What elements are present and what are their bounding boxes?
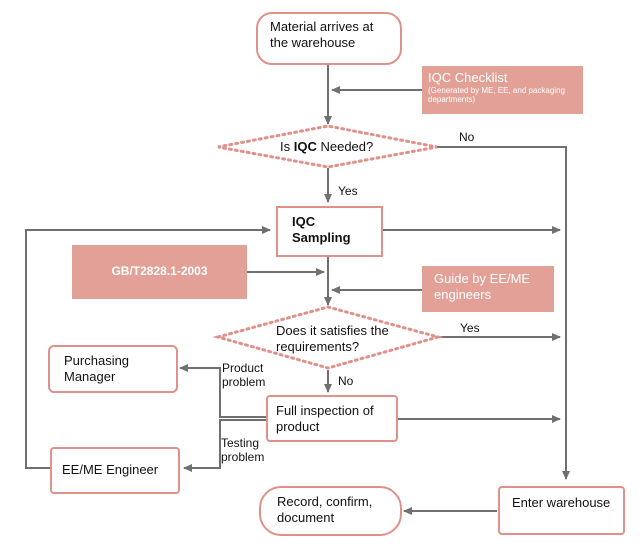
label-no-top: No [459,130,475,144]
decision-iqc-needed-shape [217,124,438,169]
material-arrives-text: Material arrives at the warehouse [270,19,374,50]
record-node: Record, confirm, document [259,486,402,536]
edge-inspection-to-eeme [183,419,266,472]
guide-note: Guide by EE/ME engineers [422,266,554,312]
ee-me-engineer-text: EE/ME Engineer [62,462,159,477]
iqc-needed-pre: Is [280,139,294,154]
full-inspection-text: Full inspection of product [276,403,374,434]
label-yes-mid: Yes [460,321,480,335]
iqc-needed-bold: IQC [293,139,317,154]
record-text: Record, confirm, document [277,494,373,525]
edge-inspection-to-purchasing [179,364,266,418]
ee-me-engineer-node: EE/ME Engineer [50,447,180,494]
label-product-problem: Product problem [222,361,266,389]
edge-eeme-loop-to-sampling [25,226,271,469]
full-inspection-node: Full inspection of product [266,395,398,442]
iqc-checklist-title: IQC Checklist [428,70,508,85]
gb-standard-note: GB/T2828.1-2003 [72,245,247,299]
enter-warehouse-node: Enter warehouse [498,486,625,535]
iqc-sampling-text: IQC Sampling [292,214,351,245]
label-testing-problem: Testing problem [221,436,265,464]
material-arrives-node: Material arrives at the warehouse [256,12,402,65]
decision-satisfies-text: Does it satisfies the requirements? [276,323,396,355]
iqc-checklist-subtitle: (Generated by ME, EE, and packaging depa… [428,86,565,104]
decision-satisfies-shape [212,305,444,370]
decision-iqc-needed-text: Is IQC Needed? [280,139,373,155]
enter-warehouse-text: Enter warehouse [512,495,611,510]
guide-text: Guide by EE/ME engineers [434,271,531,302]
gb-standard-text: GB/T2828.1-2003 [111,264,208,278]
edge-iqc-needed-no [436,146,570,480]
purchasing-manager-node: Purchasing Manager [48,345,178,393]
iqc-sampling-node: IQC Sampling [276,206,383,257]
iqc-checklist-note: IQC Checklist (Generated by ME, EE, and … [422,66,583,114]
iqc-needed-post: Needed? [316,139,374,154]
satisfies-text: Does it satisfies the requirements? [276,323,389,354]
purchasing-manager-text: Purchasing Manager [64,353,130,384]
label-yes-top: Yes [338,184,358,198]
label-no-mid: No [338,374,354,388]
